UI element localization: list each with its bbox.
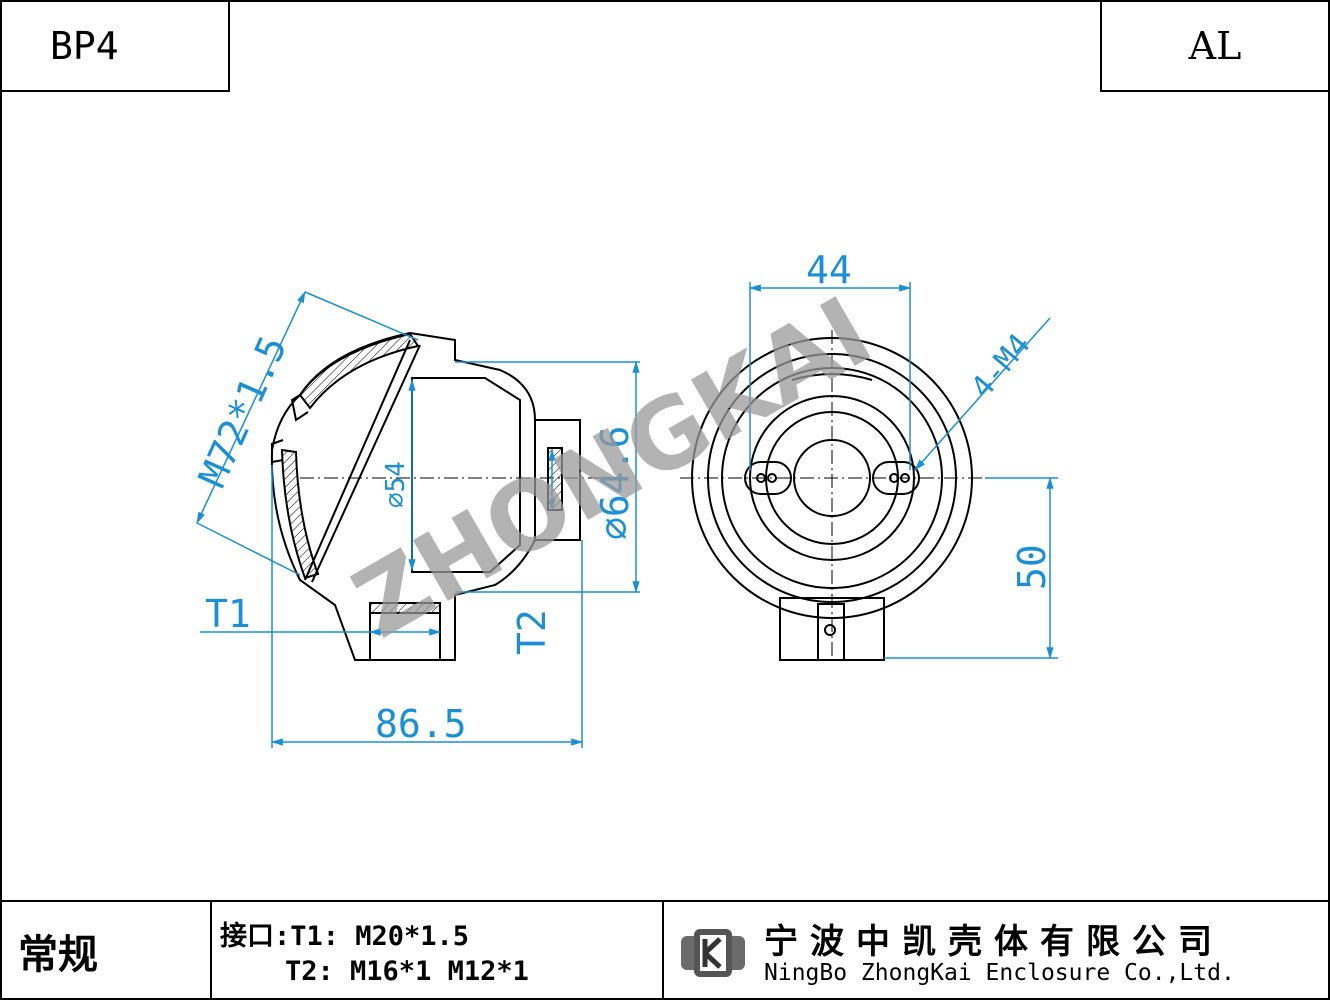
front-view xyxy=(680,330,985,661)
type-cell: 常规 xyxy=(0,902,212,1000)
company-name-en: NingBo ZhongKai Enclosure Co.,Ltd. xyxy=(764,960,1235,986)
hatch-top xyxy=(298,332,420,410)
t1-text: T1 xyxy=(205,592,251,636)
material-code: AL xyxy=(1188,24,1242,68)
company-cell: 宁波中凯壳体有限公司 NingBo ZhongKai Enclosure Co.… xyxy=(664,902,1330,1000)
spacing-text: 44 xyxy=(806,248,852,292)
t2-port xyxy=(534,419,581,541)
technical-drawing: M72*1.5 ⌀54 ⌀64.6 T1 T2 86.5 44 4-M4 50 … xyxy=(190,248,1058,748)
company-logo-icon xyxy=(681,929,745,977)
lid-seam-inner xyxy=(311,344,421,583)
ports-line-1: 接口:T1: M20*1.5 xyxy=(220,921,470,952)
height-text: 50 xyxy=(1010,544,1054,590)
thread-dim-text: M72*1.5 xyxy=(190,329,295,493)
model-number: BP4 xyxy=(50,24,119,68)
t2-text: T2 xyxy=(510,609,554,655)
screw-text: 4-M4 xyxy=(964,327,1037,405)
thread-ext-bottom xyxy=(196,522,301,576)
lug-left xyxy=(744,461,792,495)
lid-seam xyxy=(304,339,411,581)
hatch-left xyxy=(280,448,320,580)
thread-ext-top xyxy=(304,291,419,341)
side-dimensions xyxy=(196,290,640,748)
front-dimensions xyxy=(748,282,1058,660)
type-label: 常规 xyxy=(18,932,98,978)
bottom-port-hole xyxy=(824,624,836,636)
thread-dim-line xyxy=(196,290,306,525)
bottom-port-inner xyxy=(817,603,845,661)
company-name-cn: 宁波中凯壳体有限公司 xyxy=(764,922,1224,962)
ports-line-2: T2: M16*1 M12*1 xyxy=(220,956,529,987)
t1-thread xyxy=(369,602,441,614)
inner-dia-text: ⌀54 xyxy=(381,461,411,508)
title-block: 常规 接口:T1: M20*1.5 T2: M16*1 M12*1 宁波中凯壳体… xyxy=(0,900,1330,1000)
screw-leader xyxy=(914,317,1051,471)
ports-cell: 接口:T1: M20*1.5 T2: M16*1 M12*1 xyxy=(212,902,664,1000)
watermark: ZHONGKAI xyxy=(336,275,890,660)
outer-dia-text: ⌀64.6 xyxy=(593,426,637,540)
length-text: 86.5 xyxy=(375,702,467,746)
